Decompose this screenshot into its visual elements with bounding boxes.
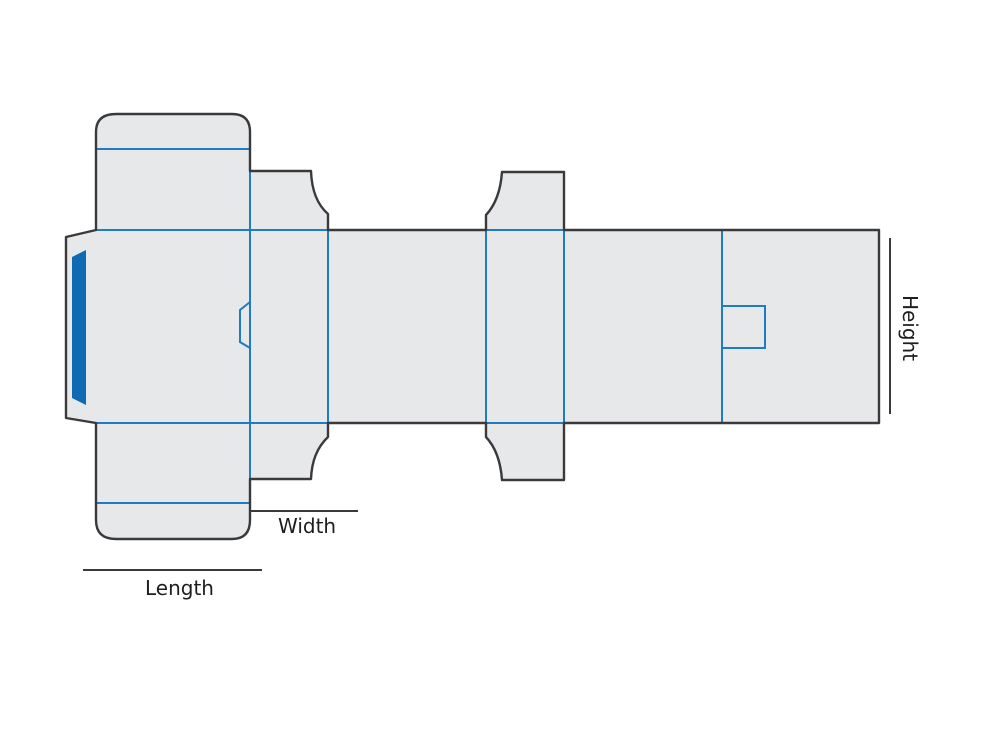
- dieline-outline: [64, 112, 881, 541]
- side-panel-1: [250, 230, 328, 423]
- outline: [64, 112, 881, 541]
- width-label: Width: [278, 514, 337, 538]
- dust-flap-top-2: [486, 172, 564, 230]
- glue-strip: [72, 250, 86, 405]
- box-panels: [66, 114, 879, 539]
- bottom-tuck-flap: [96, 423, 250, 539]
- end-panel: [722, 230, 879, 423]
- fold-lines: [96, 148, 766, 504]
- height-label: Height: [898, 294, 922, 362]
- front-panel-1: [96, 230, 250, 423]
- lock-tab: [721, 305, 766, 349]
- dust-flap-bottom-2: [486, 423, 564, 480]
- side-panel-2: [486, 230, 564, 423]
- dimension-lines: [83, 238, 891, 571]
- top-tuck-flap: [96, 114, 250, 230]
- tuck-slot: [239, 301, 251, 349]
- dust-flap-bottom-1: [250, 423, 328, 479]
- length-label: Length: [145, 576, 214, 600]
- front-panel-2: [564, 230, 722, 423]
- back-panel: [328, 230, 486, 423]
- dust-flap-top-1: [250, 171, 328, 230]
